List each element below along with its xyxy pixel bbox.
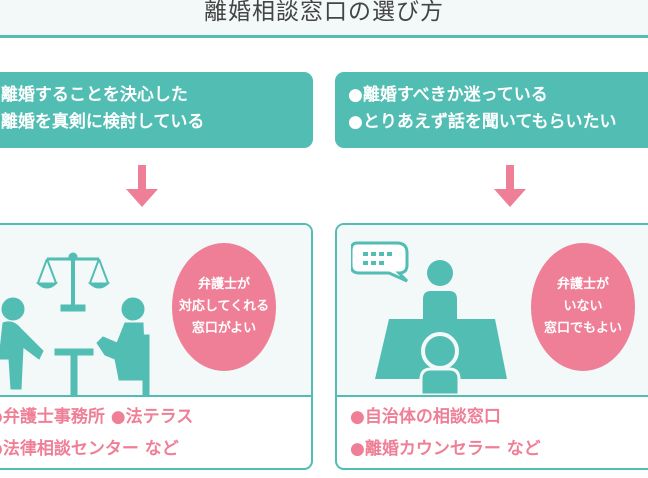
condition-box-left: ●離婚することを決心した ●離婚を真剣に検討している xyxy=(0,72,313,148)
recommendation-panel-left: 弁護士が 対応してくれる 窓口がよい ●弁護士事務所 ●法テラス ●法律相談セン… xyxy=(0,223,313,470)
place-item: ●離婚カウンセラー など xyxy=(350,439,541,459)
places-list-left: ●弁護士事務所 ●法テラス ●法律相談センター など xyxy=(0,401,193,465)
place-item: ●弁護士事務所 ●法テラス xyxy=(0,407,194,427)
badge-line: 弁護士が xyxy=(556,277,609,292)
page-title: 離婚相談窓口の選び方 xyxy=(204,0,444,25)
places-list-right: ●自治体の相談窓口 ●離婚カウンセラー など xyxy=(350,401,541,465)
condition-item: ●離婚することを決心した xyxy=(0,85,188,105)
recommendation-panel-right: 弁護士が いない 窓口でもよい ●自治体の相談窓口 ●離婚カウンセラー など xyxy=(335,223,648,470)
lawyer-consultation-icon xyxy=(0,252,150,395)
place-item: ●法律相談センター など xyxy=(0,439,179,459)
badge-line: 対応してくれる xyxy=(178,299,270,314)
badge-lawyer-required: 弁護士が 対応してくれる 窓口がよい xyxy=(172,243,276,371)
down-arrow-icon xyxy=(126,165,158,207)
badge-line: 弁護士が xyxy=(197,277,250,292)
place-item: ●自治体の相談窓口 xyxy=(350,407,501,427)
down-arrow-icon xyxy=(494,165,526,207)
counselor-desk-icon xyxy=(351,241,507,395)
title-band: 離婚相談窓口の選び方 xyxy=(0,0,648,38)
badge-line: 窓口がよい xyxy=(191,321,257,336)
condition-item: ●離婚すべきか迷っている xyxy=(348,85,548,105)
badge-lawyer-optional: 弁護士が いない 窓口でもよい xyxy=(531,243,635,371)
condition-box-right: ●離婚すべきか迷っている ●とりあえず話を聞いてもらいたい xyxy=(335,72,648,148)
condition-item: ●離婚を真剣に検討している xyxy=(0,112,205,132)
badge-line: 窓口でもよい xyxy=(543,321,622,336)
condition-item: ●とりあえず話を聞いてもらいたい xyxy=(348,112,617,132)
badge-line: いない xyxy=(563,299,603,314)
